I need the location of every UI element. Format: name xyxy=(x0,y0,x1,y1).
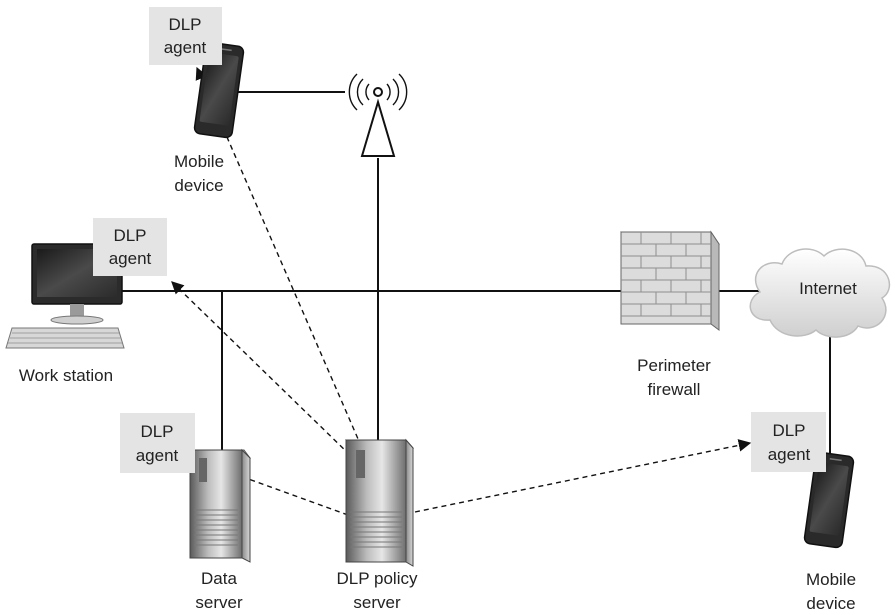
policy-server-label: DLP policy server xyxy=(337,569,418,612)
agent-line1: DLP xyxy=(772,421,805,440)
network-links xyxy=(120,91,831,455)
label-line2: device xyxy=(174,176,223,195)
dlp-agent-box-dataserver: DLP agent xyxy=(120,413,195,473)
dlp-agent-box-right: DLP agent xyxy=(751,412,826,472)
mobile-top-label: Mobile device xyxy=(174,152,224,195)
policy-server-icon xyxy=(344,438,415,567)
label-line2: server xyxy=(353,593,401,612)
arrow-to-mobile-right xyxy=(414,439,752,513)
label-line2: device xyxy=(806,594,855,613)
label-line2: server xyxy=(195,593,243,612)
data-server-label: Data server xyxy=(195,569,243,612)
agent-line2: agent xyxy=(164,38,207,57)
agent-line2: agent xyxy=(768,445,811,464)
agent-line1: DLP xyxy=(140,422,173,441)
workstation-label: Work station xyxy=(19,366,113,385)
internet-label: Internet xyxy=(799,279,857,298)
cell-tower-icon xyxy=(348,73,408,157)
dlp-agent-box-workstation: DLP agent xyxy=(93,218,167,276)
agent-line1: DLP xyxy=(113,226,146,245)
data-server-icon xyxy=(189,448,251,563)
agent-line2: agent xyxy=(136,446,179,465)
mobile-right-label: Mobile device xyxy=(806,570,856,613)
label-line1: Mobile xyxy=(174,152,224,171)
label-line1: DLP policy xyxy=(337,569,418,588)
label-line1: Data xyxy=(201,569,237,588)
agent-line1: DLP xyxy=(168,15,201,34)
arrow-to-workstation xyxy=(171,281,351,456)
dlp-agent-box-top: DLP agent xyxy=(149,7,222,65)
label-line1: Mobile xyxy=(806,570,856,589)
agent-line2: agent xyxy=(109,249,152,268)
label-line2: firewall xyxy=(648,380,701,399)
firewall-icon xyxy=(620,230,720,331)
firewall-label: Perimeter firewall xyxy=(637,356,711,399)
label-line1: Perimeter xyxy=(637,356,711,375)
internet-cloud-icon xyxy=(749,248,891,338)
mobile-device-right-icon xyxy=(803,451,855,549)
